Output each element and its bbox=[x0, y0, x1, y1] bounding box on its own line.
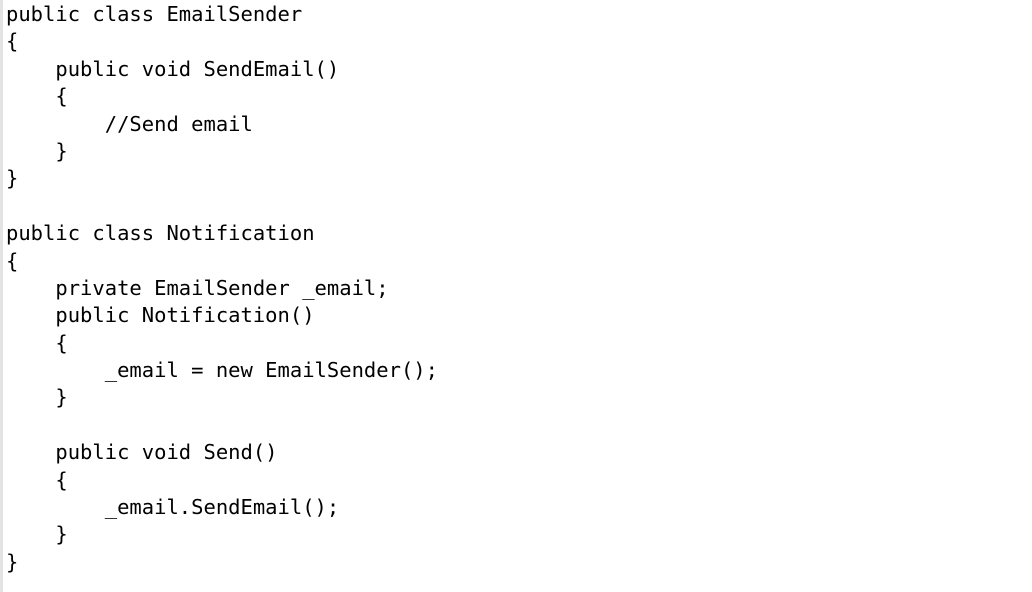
code-line: //Send email bbox=[6, 111, 253, 136]
code-line: _email = new EmailSender(); bbox=[6, 358, 438, 383]
code-line: { bbox=[6, 248, 19, 273]
code-line: public void SendEmail() bbox=[6, 56, 340, 81]
code-line bbox=[6, 193, 438, 220]
code-line: { bbox=[6, 330, 68, 355]
code-block: public class EmailSender { public void Se… bbox=[6, 1, 438, 576]
left-gutter-border bbox=[0, 0, 3, 592]
code-line: _email.SendEmail(); bbox=[6, 495, 340, 520]
code-line: public class Notification bbox=[6, 221, 315, 246]
code-line: public Notification() bbox=[6, 303, 315, 328]
code-line: public void Send() bbox=[6, 440, 278, 465]
code-line: } bbox=[6, 138, 68, 163]
code-line: } bbox=[6, 166, 19, 191]
code-line: } bbox=[6, 549, 19, 574]
code-line: { bbox=[6, 84, 68, 109]
code-line: public class EmailSender bbox=[6, 2, 303, 26]
code-line: private EmailSender _email; bbox=[6, 275, 389, 300]
code-line bbox=[6, 412, 438, 439]
code-line: { bbox=[6, 467, 68, 492]
code-line: { bbox=[6, 29, 19, 54]
code-line: } bbox=[6, 522, 68, 547]
code-line: } bbox=[6, 385, 68, 410]
